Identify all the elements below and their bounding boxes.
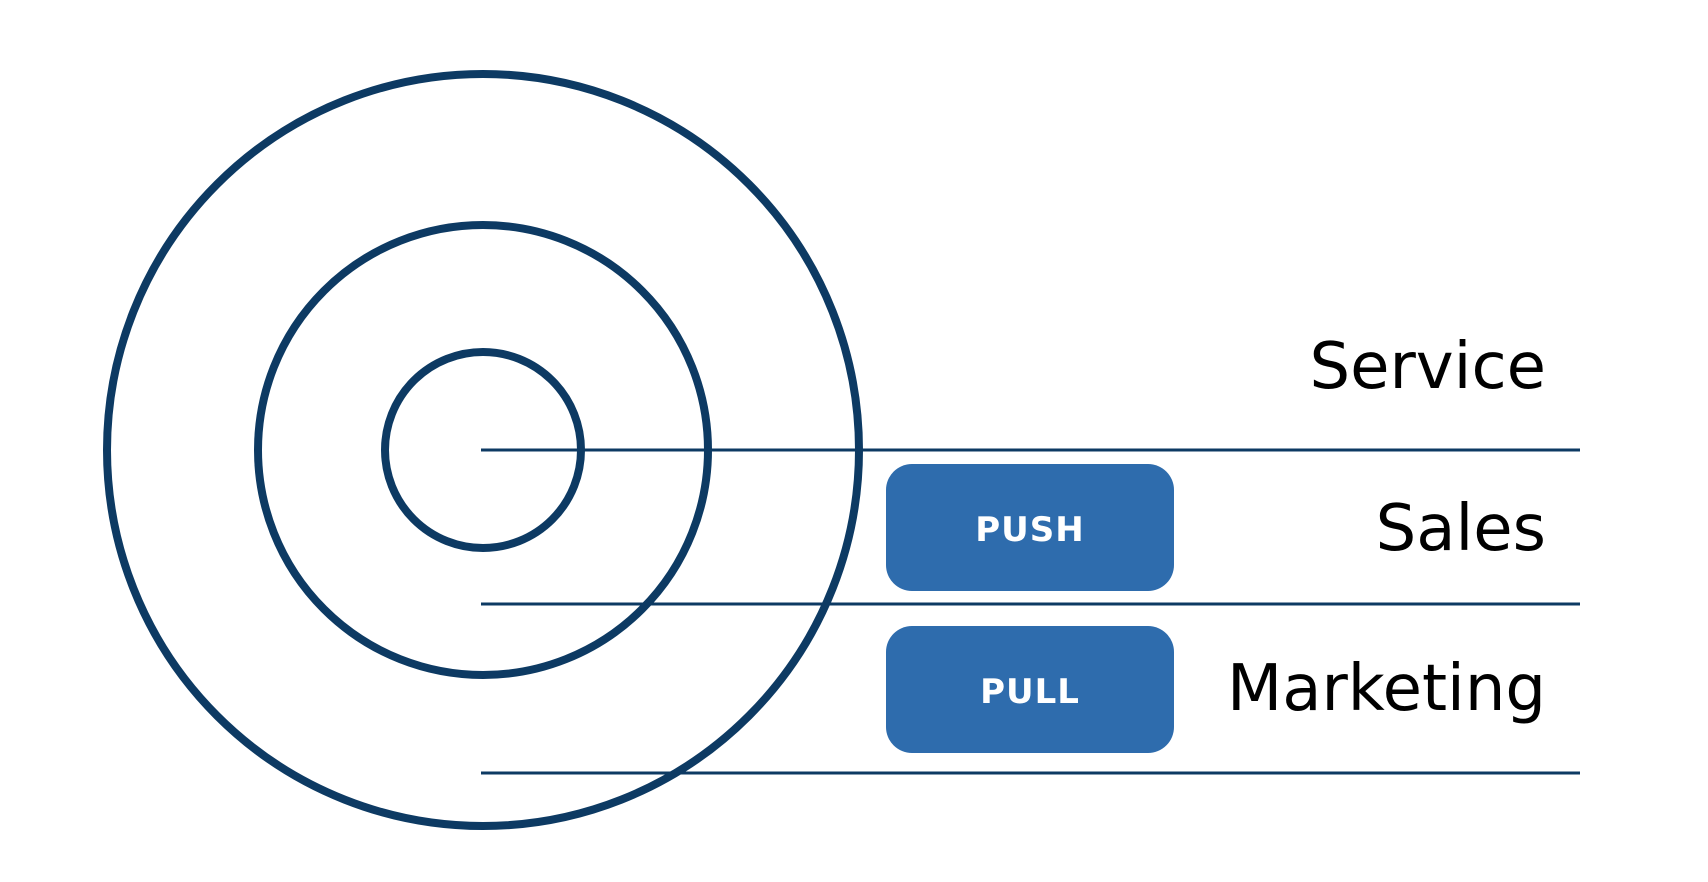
pull-pill-box xyxy=(886,626,1174,753)
marketing-label: Marketing xyxy=(1227,652,1546,726)
push-pill: PUSH xyxy=(886,464,1174,591)
sales-label: Sales xyxy=(1376,492,1546,566)
service-label: Service xyxy=(1309,330,1546,404)
push-pill-box xyxy=(886,464,1174,591)
pull-pill: PULL xyxy=(886,626,1174,753)
pull-pill-label: PULL xyxy=(980,672,1080,712)
push-pill-label: PUSH xyxy=(975,510,1084,550)
divider-lines xyxy=(481,448,1580,775)
